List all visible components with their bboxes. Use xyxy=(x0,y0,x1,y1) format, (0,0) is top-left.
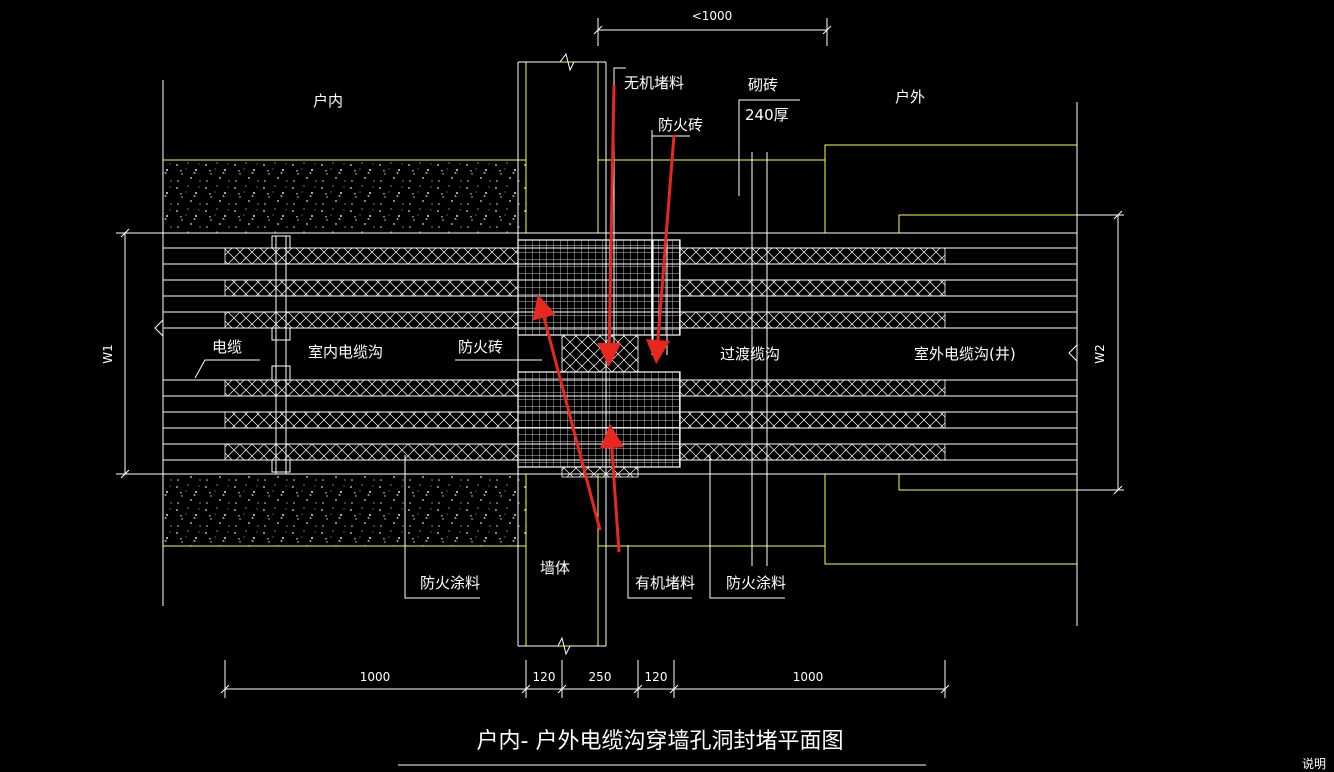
side-dimension-w2: W2 xyxy=(1077,210,1124,495)
dim-wall-right: 120 xyxy=(645,670,668,684)
label-fire-coating-left: 防火涂料 xyxy=(420,574,480,592)
cables-lower xyxy=(163,379,1077,461)
label-cable: 电缆 xyxy=(212,338,242,356)
dim-seal-width: 250 xyxy=(589,670,612,684)
label-outdoor-trench: 室外电缆沟(井) xyxy=(914,345,1016,363)
label-outdoor: 户外 xyxy=(895,88,925,106)
w2-label: W2 xyxy=(1093,344,1107,364)
drawing-labels: 户内 户外 无机堵料 砌砖 240厚 防火砖 电缆 室内电缆沟 防火砖 过渡缆沟… xyxy=(212,74,1016,592)
dim-wall-left: 120 xyxy=(533,670,556,684)
label-fire-coating-right: 防火涂料 xyxy=(726,574,786,592)
side-dimension-w1: W1 xyxy=(101,228,163,479)
bottom-dimension-chain: 1000 120 250 120 1000 xyxy=(220,660,950,698)
label-transition-trench: 过渡缆沟 xyxy=(720,345,780,363)
label-fire-brick-top: 防火砖 xyxy=(658,116,703,134)
label-indoor: 户内 xyxy=(313,92,343,110)
label-fire-brick-mid: 防火砖 xyxy=(458,338,503,356)
seal-blocks xyxy=(517,239,681,478)
top-dimension-label: <1000 xyxy=(692,9,733,23)
label-inorganic-sealant: 无机堵料 xyxy=(624,74,684,92)
indoor-slabs xyxy=(162,159,527,547)
wall-label-box xyxy=(536,550,572,584)
corner-note: 说明 xyxy=(1302,756,1326,771)
annotation-arrows xyxy=(532,84,676,553)
dim-outdoor-length: 1000 xyxy=(793,670,824,684)
label-wall: 墙体 xyxy=(540,559,570,577)
w1-label: W1 xyxy=(101,344,115,364)
label-thickness: 240厚 xyxy=(745,106,789,124)
label-brick: 砌砖 xyxy=(748,76,778,94)
dim-indoor-length: 1000 xyxy=(360,670,391,684)
cable-supports xyxy=(271,235,291,474)
label-organic-sealant: 有机堵料 xyxy=(635,574,695,592)
leader-lines xyxy=(194,67,800,599)
drawing-title: 户内- 户外电缆沟穿墙孔洞封堵平面图 xyxy=(477,729,844,754)
top-dimension: <1000 xyxy=(593,9,832,46)
drawing-title-block: 户内- 户外电缆沟穿墙孔洞封堵平面图 说明 xyxy=(398,729,1326,771)
label-indoor-trench: 室内电缆沟 xyxy=(308,343,383,361)
